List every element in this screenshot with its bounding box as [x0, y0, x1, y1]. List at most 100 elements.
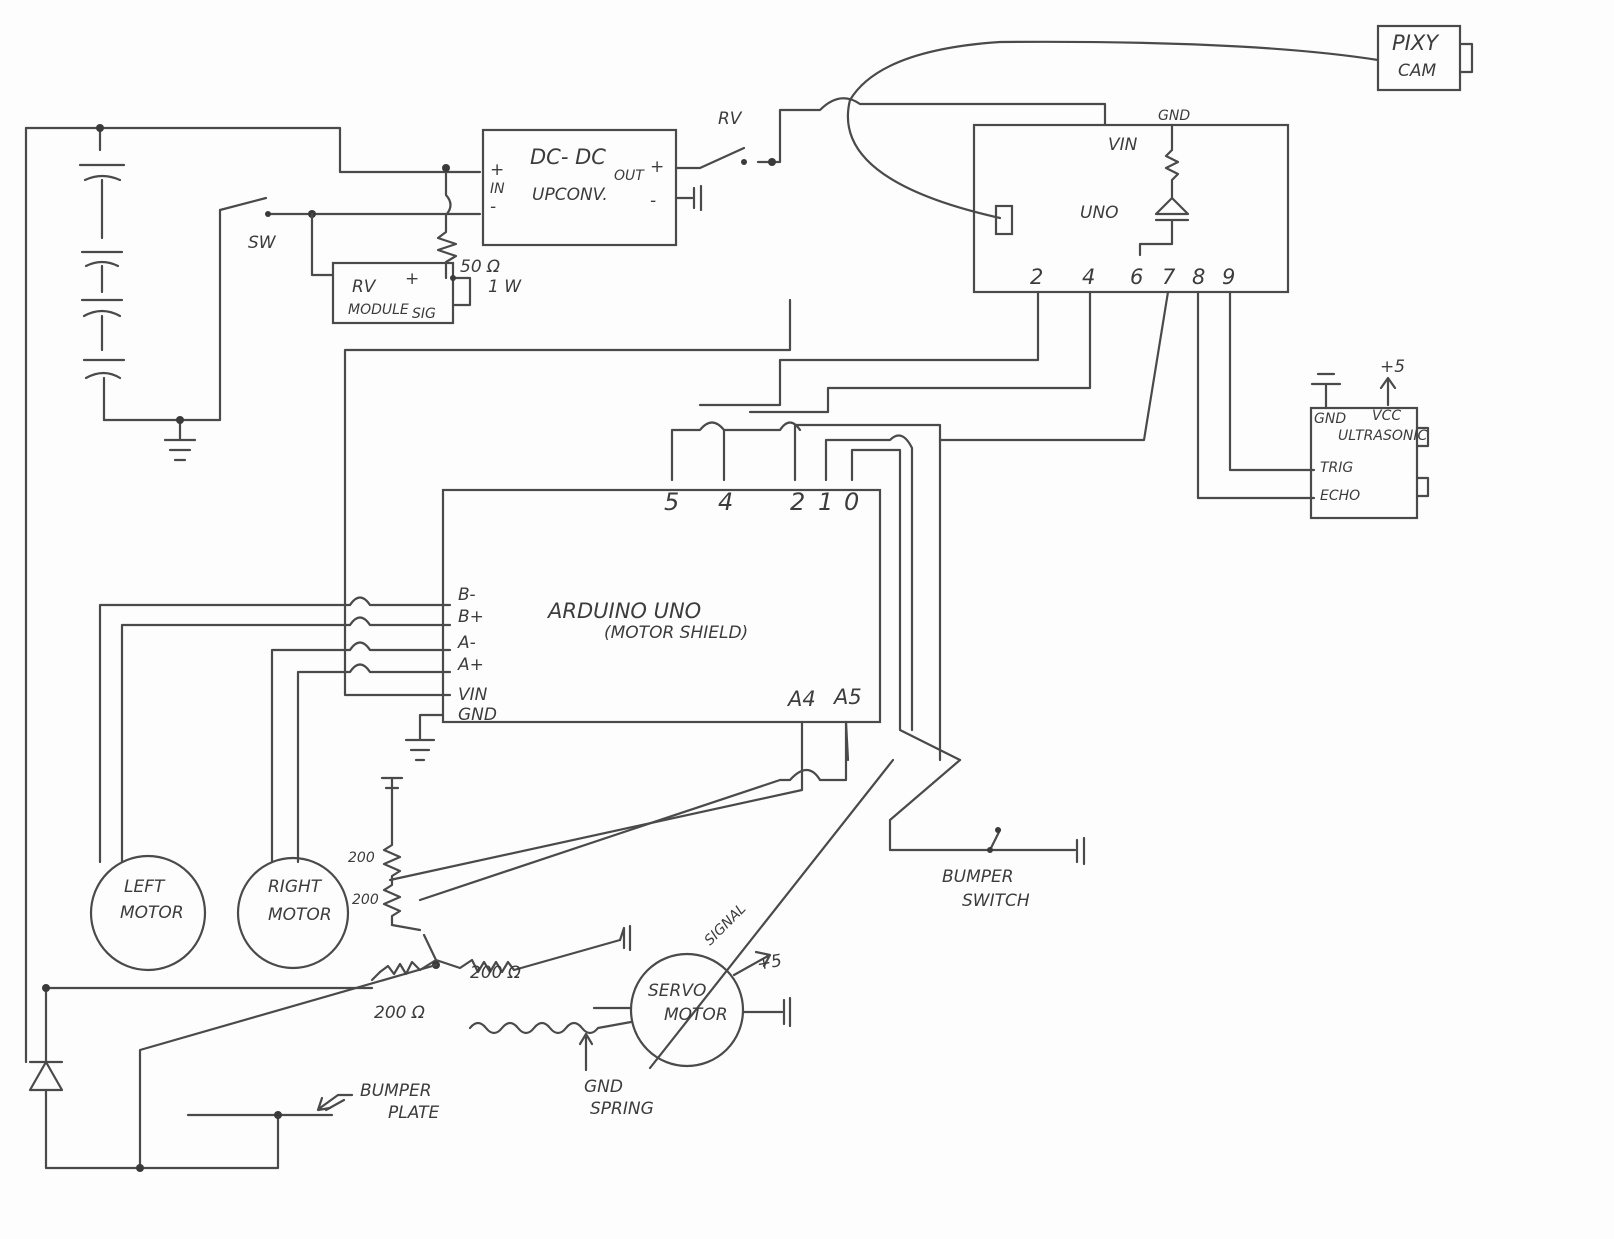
shield-a4-wire	[388, 720, 804, 882]
gnd-spring-arrow	[578, 1032, 594, 1072]
uno-pin-9: 9	[1222, 265, 1235, 289]
left-rail	[24, 126, 48, 1064]
rv-module-sig: SIG	[412, 306, 436, 322]
gnd-spring	[468, 1006, 633, 1035]
dcdc-out-plus: +	[650, 157, 664, 177]
uno-pin-9-wire	[1228, 290, 1316, 472]
res-200-mid: 200	[352, 892, 379, 908]
switch-label: SW	[248, 233, 277, 253]
shield-aminus: A-	[457, 633, 476, 653]
ultrasonic-gnd-label: GND	[1314, 411, 1346, 427]
ultrasonic-name: ULTRASONIC	[1338, 428, 1427, 444]
servo-signal-label: SIGNAL	[702, 901, 750, 949]
right-motor-label-1: RIGHT	[268, 877, 323, 897]
ultrasonic-trig: TRIG	[1320, 460, 1353, 476]
shield-a5-wire	[418, 720, 848, 902]
shield-pin-5-wire	[670, 421, 802, 482]
shield-pin-0-wire	[850, 448, 962, 762]
rv-module-plus: +	[405, 269, 419, 289]
shield-pin-1-wire	[824, 434, 914, 732]
servo-signal-wire	[648, 720, 895, 1070]
uno-vin-label: VIN	[1108, 135, 1138, 155]
left-motor-circle	[89, 854, 207, 972]
dcdc-upconverter-box	[481, 128, 678, 247]
shield-a5: A5	[832, 685, 862, 709]
left-motor-label-2: MOTOR	[120, 903, 184, 923]
dcdc-title: DC- DC	[530, 145, 606, 169]
rail-diode	[28, 1060, 280, 1170]
left-motor-label-1: LEFT	[124, 877, 166, 897]
rv-module-box	[331, 261, 455, 325]
rv-module-label-1: RV	[352, 277, 377, 297]
res-200-right: 200 Ω	[470, 963, 521, 983]
shield-bplus: B+	[458, 607, 484, 627]
rail-to-resistor	[44, 970, 382, 990]
dcdc-out-minus: -	[650, 191, 656, 211]
pixy-label-bottom: CAM	[1398, 61, 1436, 81]
gnd-spring-label-2: SPRING	[590, 1099, 654, 1119]
shield-bminus: B-	[458, 585, 476, 605]
dcdc-in-label: IN	[490, 181, 505, 197]
shield-pin-2: 2	[790, 488, 805, 516]
bumper-switch-label-2: SWITCH	[962, 891, 1030, 911]
ultrasonic-echo: ECHO	[1320, 488, 1360, 504]
bumper-switch	[888, 758, 1086, 866]
rv-label: RV	[718, 109, 743, 129]
uno-gnd-label: GND	[1158, 108, 1190, 124]
bumper-plate-arrow	[316, 1093, 354, 1112]
servo-5v-arrow	[732, 950, 772, 977]
shield-pin-4: 4	[718, 488, 733, 516]
arduino-uno-box	[972, 123, 1290, 294]
dcdc-subtitle: UPCONV.	[532, 185, 608, 205]
bumper-plate-label-2: PLATE	[388, 1103, 439, 1123]
bottom-resistors	[378, 923, 622, 976]
bumper-switch-label-1: BUMPER	[942, 867, 1014, 887]
servo-ground	[741, 996, 792, 1028]
dcdc-in-minus: -	[490, 197, 496, 217]
dcdc-out-label: OUT	[614, 168, 645, 184]
uno-pin-4-wire	[748, 290, 1092, 414]
servo-motor-circle	[629, 952, 745, 1068]
uno-pin-8-wire	[1196, 290, 1316, 500]
uno-pin-7: 7	[1162, 265, 1176, 289]
shield-subtitle: (MOTOR SHIELD)	[604, 623, 748, 643]
uno-pin-7-wire	[938, 290, 1170, 442]
dcdc-in-plus: +	[490, 160, 504, 180]
left-motor-wire-2	[120, 616, 452, 864]
uno-pin-8: 8	[1192, 265, 1205, 289]
ultrasonic-vcc-label: VCC	[1372, 408, 1401, 424]
ultrasonic-ground	[1310, 372, 1342, 410]
right-motor-wire-1	[270, 641, 452, 864]
uno-led-resistor	[1138, 123, 1190, 257]
shield-pin-5: 5	[664, 488, 679, 516]
shield-pin-2-wire	[793, 423, 942, 762]
shield-pin-0: 0	[844, 488, 859, 516]
res-1w-label: 1 W	[488, 277, 522, 297]
servo-plus5: +5	[755, 951, 783, 975]
shield-a4: A4	[786, 687, 816, 711]
pixy-cam-box	[1376, 24, 1462, 92]
rv-to-shield-vin	[343, 298, 792, 697]
battery-ground	[102, 208, 222, 462]
shield-aplus: A+	[457, 655, 484, 675]
pixy-cable	[846, 40, 1380, 220]
shield-gnd: GND	[458, 705, 497, 725]
uno-pin-6: 6	[1130, 265, 1143, 289]
shield-ground	[404, 713, 445, 762]
ultrasonic-vcc-arrow	[1379, 376, 1397, 407]
resistor-divider	[382, 776, 402, 927]
uno-connector	[994, 204, 1014, 236]
resistor-50-ohm	[436, 166, 458, 280]
uno-pin-2: 2	[1030, 265, 1043, 289]
pixy-label-top: PIXY	[1392, 31, 1440, 55]
ultrasonic-plus5: +5	[1380, 357, 1405, 377]
gnd-spring-label-1: GND	[584, 1077, 623, 1097]
ultrasonic-box	[1309, 406, 1419, 520]
shield-pin-1: 1	[818, 488, 833, 516]
main-rail-top	[24, 126, 482, 174]
res-200-left: 200 Ω	[374, 1003, 425, 1023]
shield-vin: VIN	[458, 685, 488, 705]
bumper-plate-label-1: BUMPER	[360, 1081, 432, 1101]
